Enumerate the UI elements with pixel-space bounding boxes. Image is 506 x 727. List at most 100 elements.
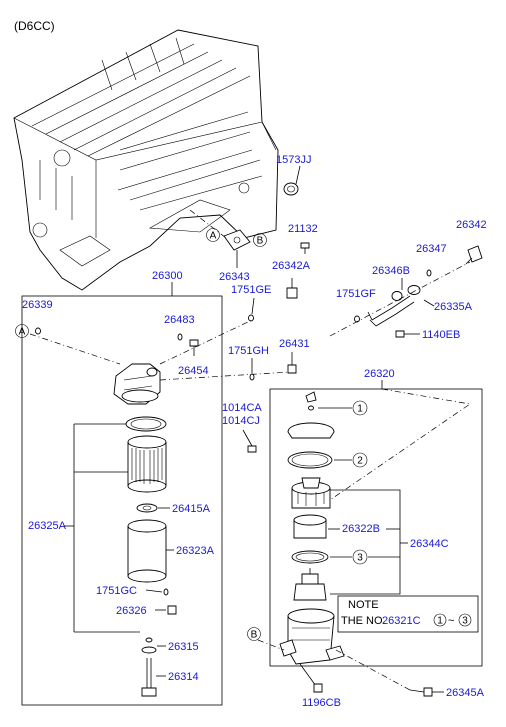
washer-26347 [426,269,432,277]
o-ring-top [308,405,314,411]
filter-head-housing [113,363,161,405]
label-26346b: 26346B [372,265,410,277]
label-26415a: 26415A [172,503,211,515]
note-range-end: 3 [462,616,468,627]
oil-pipe-26335a [367,285,421,327]
note-range-sep: ~ [448,615,454,627]
dashline-housing-bolt [159,319,253,365]
bolt-21132 [300,242,310,254]
dashline-26345a [335,649,411,691]
cap-nut-top [305,391,317,403]
label-26326: 26326 [116,605,147,617]
seal-26415a [136,503,158,513]
svg-text:1: 1 [357,404,363,415]
dashline-a-lower [29,333,121,365]
engine-block-illustration [13,29,279,291]
label-26431: 26431 [279,338,310,350]
label-26345a: 26345A [446,687,485,699]
drain-bolt-26314 [141,658,157,697]
label-26342a: 26342A [272,260,311,272]
note-title: NOTE [348,599,379,611]
gasket-26343 [223,229,251,251]
dashline-box-right [329,388,471,501]
svg-text:3: 3 [357,553,363,564]
label-1196cb: 1196CB [302,697,341,709]
washer-26339 [35,327,41,335]
label-21132: 21132 [288,223,318,235]
plug-1573jj [283,182,299,196]
label-26315: 26315 [168,641,199,653]
washer-26315 [141,646,157,654]
engine-code-header: (D6CC) [14,19,55,33]
centrifuge-bowl [279,608,345,665]
plug-26326 [167,605,177,615]
o-ring-26483 [177,333,183,341]
bolt-1196cb [299,663,323,693]
label-26335a: 26335A [434,301,473,313]
bolt-1140eb [395,330,420,338]
callout-b-upper: B [253,233,267,247]
svg-text:A: A [210,231,217,242]
bolt-26454 [189,339,199,356]
bracket-26344c [330,489,401,595]
label-26454: 26454 [178,365,209,377]
callout-a-lower: A [15,324,29,338]
leader-1751ge [251,297,255,315]
filter-cartridge [127,435,167,493]
callout-b-lower: B [247,627,261,641]
bolt-26345a [409,687,433,697]
dashline-b-lower [257,639,285,651]
label-26300: 26300 [152,270,183,282]
label-1014cj: 1014CJ [222,415,260,427]
note-box: NOTE THE NO. 26321C 1 ~ 3 [337,595,479,633]
circle-callout-1: 1 [352,400,368,416]
seal-ring-2 [287,451,333,469]
label-1014ca: 1014CA [222,402,262,414]
label-26323a: 26323A [176,545,215,557]
centrifuge-rotor [291,477,331,509]
washer-1751gh [249,373,255,381]
dashline-housing-side [159,371,291,381]
circle-callout-3: 3 [352,549,368,565]
fitting-26342a [286,278,298,299]
label-26325a: 26325A [28,520,67,532]
label-26483: 26483 [164,314,195,326]
label-26342: 26342 [456,219,487,231]
svg-text:2: 2 [357,456,363,467]
label-26322b: 26322B [342,523,380,535]
label-26344c: 26344C [410,538,449,550]
sleeve-26322b [293,514,327,539]
leader-1573jj [295,165,301,185]
label-1751ge: 1751GE [231,284,271,296]
svg-text:B: B [257,236,264,247]
bolt-1014ca [242,429,257,453]
cover-dome [287,422,335,439]
label-1573jj: 1573JJ [276,154,311,166]
dashline-block-gasket [189,209,227,239]
bracket-26325a [73,423,140,633]
note-range-start: 1 [437,616,443,627]
label-26347: 26347 [416,243,447,255]
washer-1751ge [248,314,254,322]
callout-a-upper: A [206,228,220,242]
note-prefix: THE NO. [341,615,386,627]
filter-element-26323a [127,519,167,583]
fitting-26431 [287,352,297,374]
connector-26342 [465,245,483,265]
note-part-26321c: 26321C [382,615,421,627]
circle-callout-2: 2 [352,452,368,468]
washer-26315-small [145,637,153,643]
leader-1751gc [145,589,163,593]
svg-text:A: A [19,327,26,338]
svg-text:B: B [251,630,258,641]
washer-1751gf [354,315,360,323]
label-1751gc: 1751GC [96,585,137,597]
assembly-box-26300 [21,295,223,706]
label-26339: 26339 [22,299,53,311]
label-1751gh: 1751GH [228,345,269,357]
leader-26335a [423,299,435,307]
rotor-shaft [293,568,327,601]
label-1140eb: 1140EB [422,329,460,341]
assembly-box-26320 [269,388,483,667]
